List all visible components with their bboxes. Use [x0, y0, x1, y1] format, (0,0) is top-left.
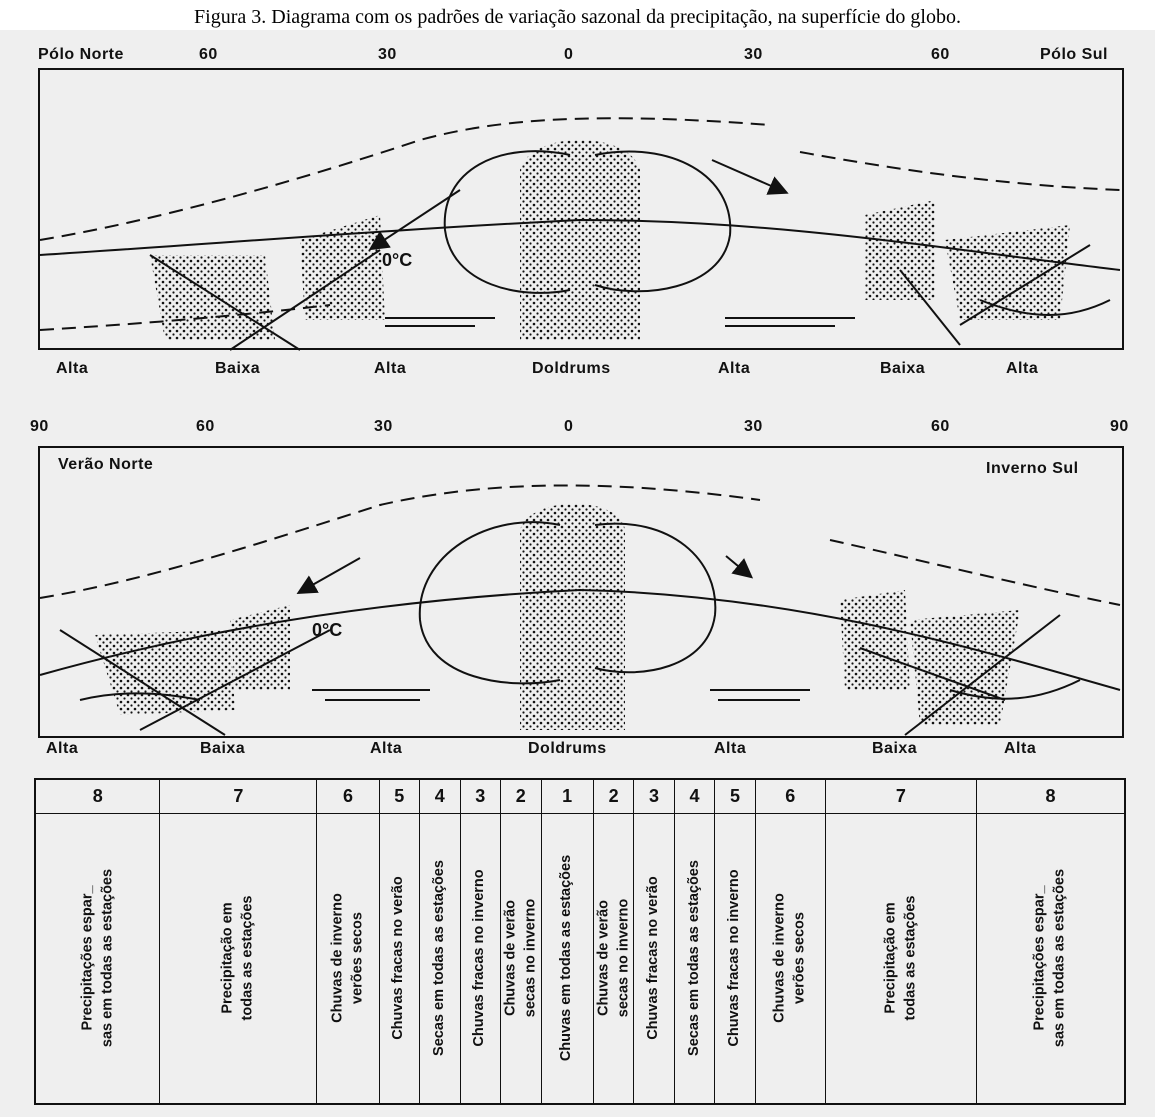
zone-column: 3Chuvas fracas no verão [634, 780, 674, 1103]
bottom-stipple-low-left [95, 630, 235, 715]
top-dashed-front-right [800, 152, 1120, 190]
zone-column: 4Secas em todas as estações [420, 780, 460, 1103]
zone-description: Chuvas fracas no inverno [470, 869, 490, 1046]
bottom-dash-marks-left [312, 690, 430, 700]
top-wind-arrow-right [712, 160, 785, 192]
zone-number: 6 [317, 780, 378, 814]
zone-description-line: Precipitações espar_ [78, 869, 98, 1047]
zone-number: 3 [634, 780, 673, 814]
zone-description: Chuvas em todas as estações [557, 855, 577, 1061]
zone-description-line: Chuvas fracas no verão [390, 876, 410, 1040]
zone-description: Chuvas de verãosecas no inverno [594, 899, 633, 1017]
bottom-stipple-front-left [230, 605, 290, 690]
zone-number: 6 [756, 780, 825, 814]
bottom-stipple-low-right [910, 610, 1020, 725]
zone-number: 3 [461, 780, 500, 814]
zone-description-line: Chuvas fracas no inverno [470, 869, 490, 1046]
top-stipple-doldrums [520, 140, 640, 340]
zone-number: 4 [675, 780, 714, 814]
zone-description: Precipitações espar_sas em todas as esta… [78, 869, 117, 1047]
zone-description: Precipitação emtodas as estações [881, 896, 920, 1021]
zone-description-line: todas as estações [238, 896, 258, 1021]
zone-description-line: Chuvas de inverno [328, 893, 348, 1023]
zone-description-line: Secas em todas as estações [685, 860, 705, 1056]
zone-description-line: verões secos [348, 893, 368, 1023]
zone-description: Secas em todas as estações [685, 860, 705, 1056]
zone-number: 1 [542, 780, 593, 814]
zone-description-line: Precipitações espar_ [1031, 869, 1051, 1047]
zone-description-line: sas em todas as estações [98, 869, 118, 1047]
top-stipple-front-right [865, 200, 935, 300]
bottom-stipple-doldrums [520, 504, 625, 730]
zone-column: 6Chuvas de invernoverões secos [756, 780, 826, 1103]
bottom-isotherm-label: 0°C [312, 620, 342, 640]
zone-description: Secas em todas as estações [430, 860, 450, 1056]
zone-description: Chuvas fracas no verão [644, 876, 664, 1040]
bottom-wind-arrow-right [726, 556, 750, 576]
zone-description-line: Chuvas de verão [594, 899, 614, 1017]
zone-description-line: verões secos [790, 893, 810, 1023]
zone-number: 8 [977, 780, 1124, 814]
bottom-stipple-front-right [840, 590, 910, 690]
zone-number: 5 [715, 780, 754, 814]
bottom-stippled-precipitation [95, 504, 1020, 730]
zone-description: Chuvas de invernoverões secos [328, 893, 367, 1023]
top-dash-marks-right [725, 318, 855, 326]
zone-description-line: Secas em todas as estações [430, 860, 450, 1056]
zone-description: Chuvas fracas no verão [390, 876, 410, 1040]
zone-number: 7 [160, 780, 316, 814]
zone-description-line: secas no inverno [521, 899, 541, 1017]
zone-number: 5 [380, 780, 419, 814]
top-stipple-low-left [150, 255, 275, 340]
bottom-dash-marks-right [710, 690, 810, 700]
zone-description-line: secas no inverno [614, 899, 634, 1017]
top-dash-marks-left [385, 318, 495, 326]
zone-number: 8 [36, 780, 159, 814]
zone-column: 5Chuvas fracas no inverno [715, 780, 755, 1103]
zone-description-line: Chuvas fracas no inverno [725, 869, 745, 1046]
zone-description-line: Chuvas em todas as estações [557, 855, 577, 1061]
zone-description-line: Chuvas de inverno [771, 893, 791, 1023]
zone-description-line: Precipitação em [219, 896, 239, 1021]
top-stipple-front-left [300, 215, 385, 320]
zone-number: 4 [420, 780, 459, 814]
zone-number: 7 [826, 780, 976, 814]
zone-description-line: todas as estações [901, 896, 921, 1021]
zone-description: Precipitações espar_sas em todas as esta… [1031, 869, 1070, 1047]
top-stipple-low-right [945, 225, 1070, 320]
zone-description: Chuvas fracas no inverno [725, 869, 745, 1046]
zone-number: 2 [594, 780, 633, 814]
zone-description-line: sas em todas as estações [1050, 869, 1070, 1047]
top-isotherm-label: 0°C [382, 250, 412, 270]
zone-number: 2 [501, 780, 540, 814]
bottom-dashed-front-left [40, 485, 760, 598]
bottom-wind-arrow-left [300, 558, 360, 592]
zone-description-line: Chuvas de verão [501, 899, 521, 1017]
zone-description-line: Precipitação em [881, 896, 901, 1021]
zone-description-line: Chuvas fracas no verão [644, 876, 664, 1040]
